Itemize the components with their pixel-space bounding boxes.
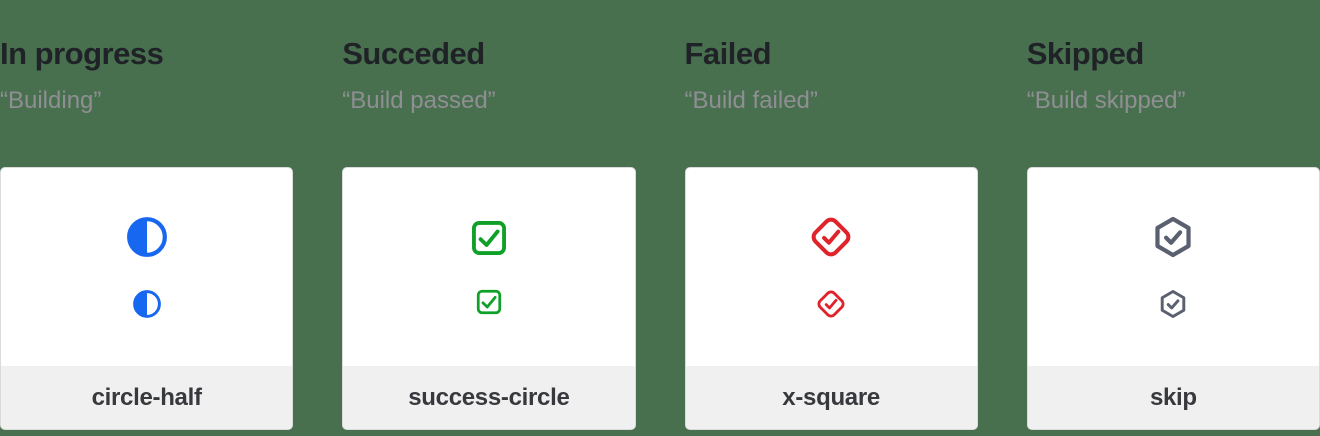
icon-preview-area bbox=[686, 168, 977, 366]
check-square-icon bbox=[468, 217, 510, 259]
circle-half-icon-small bbox=[131, 288, 163, 320]
hexagon-check-icon-small bbox=[1157, 288, 1189, 320]
column-quote: “Build failed” bbox=[684, 87, 818, 114]
icon-card: skip bbox=[1026, 167, 1320, 430]
column-title: In progress bbox=[0, 36, 164, 71]
column-quote: “Build skipped” bbox=[1026, 87, 1186, 114]
icon-card: circle-half bbox=[0, 167, 294, 430]
column-quote: “Build passed” bbox=[342, 87, 496, 114]
column-title: Failed bbox=[684, 36, 772, 71]
icon-card: success-circle bbox=[342, 167, 636, 430]
icon-name-label: skip bbox=[1027, 366, 1319, 429]
icon-name-label: x-square bbox=[685, 366, 977, 429]
icon-card: x-square bbox=[684, 167, 978, 430]
icon-preview-area bbox=[1, 168, 292, 366]
column-title: Skipped bbox=[1026, 36, 1145, 71]
column-quote: “Building” bbox=[0, 87, 102, 114]
diamond-check-icon-small bbox=[815, 288, 847, 320]
column-succeded: Succeded “Build passed” success-circle bbox=[342, 0, 636, 436]
column-skipped: Skipped “Build skipped” skip bbox=[1026, 0, 1320, 436]
icon-preview-area bbox=[1028, 168, 1319, 366]
icon-preview-area bbox=[343, 168, 634, 366]
icon-name-label: circle-half bbox=[1, 366, 293, 429]
column-failed: Failed “Build failed” x-square bbox=[684, 0, 978, 436]
icon-name-label: success-circle bbox=[343, 366, 635, 429]
diamond-check-icon bbox=[808, 214, 854, 260]
column-title: Succeded bbox=[342, 36, 485, 71]
check-square-icon-small bbox=[474, 287, 504, 317]
column-in-progress: In progress “Building” circle-half bbox=[0, 0, 294, 436]
circle-half-icon bbox=[124, 214, 170, 260]
hexagon-check-icon bbox=[1150, 214, 1196, 260]
